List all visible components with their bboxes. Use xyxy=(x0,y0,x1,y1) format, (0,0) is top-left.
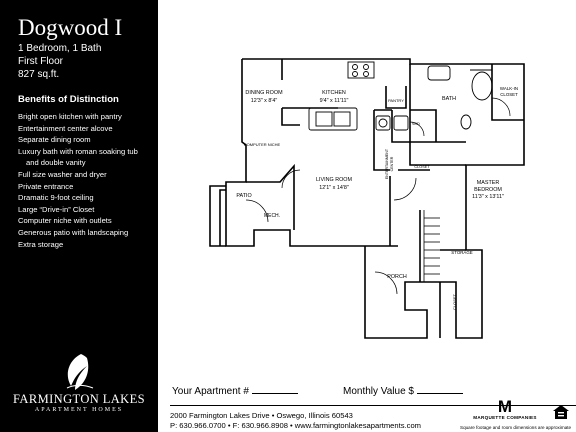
room-living-label: LIVING ROOM xyxy=(316,177,352,183)
room-closet-2-label: CLOSET xyxy=(452,293,457,310)
plan-title: Dogwood I xyxy=(18,15,123,40)
room-closet-label: CLOSET xyxy=(414,165,430,169)
room-walkin-label-2: CLOSET xyxy=(500,92,518,97)
benefit-item: Private entrance xyxy=(18,181,74,191)
equal-housing-icon xyxy=(553,405,569,419)
room-master-label-2: BEDROOM xyxy=(474,187,502,193)
room-living-size: 12'1" x 14'8" xyxy=(319,185,349,191)
floor-text: First Floor xyxy=(18,56,63,67)
fixtures xyxy=(308,61,493,131)
benefit-item: Extra storage xyxy=(18,239,64,249)
monthly-value-field: Monthly Value $ xyxy=(343,386,463,397)
stairs xyxy=(423,210,440,282)
monthly-value-label: Monthly Value $ xyxy=(343,386,414,397)
room-master-size: 11'3" x 13'11" xyxy=(472,194,504,200)
room-storage-label: STORAGE xyxy=(451,250,472,255)
room-kitchen-label: KITCHEN xyxy=(322,90,346,96)
room-bath-label: BATH xyxy=(442,96,456,102)
room-mech-label: MECH. xyxy=(264,213,280,219)
floor-plan: DINING ROOM 12'3" x 8'4" KITCHEN 9'4" x … xyxy=(209,58,525,339)
benefit-item: Generous patio with landscaping xyxy=(18,227,129,237)
benefit-item: Entertainment center alcove xyxy=(18,123,113,133)
room-pantry-label: PANTRY xyxy=(388,98,404,103)
benefit-item: Full size washer and dryer xyxy=(18,169,107,179)
floor-plan-walls xyxy=(209,58,525,339)
marquette-m-icon: M xyxy=(497,397,513,416)
bed-bath-text: 1 Bedroom, 1 Bath xyxy=(18,43,102,54)
apartment-number-field: Your Apartment # xyxy=(172,386,298,397)
doors xyxy=(245,97,511,295)
room-entertainment-label: ENTERTAINMENT xyxy=(385,148,389,179)
benefit-item: Dramatic 9-foot ceiling xyxy=(18,193,94,203)
room-walkin-label: WALK-IN xyxy=(500,86,518,91)
room-master-label: MASTER xyxy=(477,180,500,186)
room-patio-label: PATIO xyxy=(236,193,251,199)
apartment-number-blank xyxy=(251,393,298,394)
brand-name: FARMINGTON LAKES xyxy=(13,392,145,406)
benefit-item: and double vanity xyxy=(26,158,86,168)
sidebar-panel: Dogwood I 1 Bedroom, 1 Bath First Floor … xyxy=(0,0,158,432)
benefits-list: Bright open kitchen with pantry Entertai… xyxy=(18,111,138,250)
benefit-item: Bright open kitchen with pantry xyxy=(18,112,122,121)
benefit-item: Large “Drive-in” Closet xyxy=(18,204,95,214)
room-dining-size: 12'3" x 8'4" xyxy=(251,98,278,104)
apartment-number-label: Your Apartment # xyxy=(172,386,249,397)
disclaimer-text: Square footage and room dimensions are a… xyxy=(460,425,572,430)
marquette-logo: M MARQUETTE COMPANIES xyxy=(462,397,548,420)
room-entertainment-label-2: CENTER xyxy=(390,156,394,171)
benefit-item: Luxury bath with roman soaking tub xyxy=(18,146,138,156)
room-kitchen-size: 9'4" x 11'11" xyxy=(320,98,349,104)
footer-divider xyxy=(170,405,576,406)
leaf-logo-icon xyxy=(66,354,94,390)
address-text: 2000 Farmington Lakes Drive • Oswego, Il… xyxy=(170,411,353,420)
room-wd-label: W/D xyxy=(412,121,420,126)
brand-tagline: APARTMENT HOMES xyxy=(34,407,124,413)
monthly-value-blank xyxy=(416,393,463,394)
benefits-heading: Benefits of Distinction xyxy=(18,94,119,105)
room-porch-label: PORCH xyxy=(387,274,407,280)
marquette-name: MARQUETTE COMPANIES xyxy=(473,415,537,420)
benefit-item: Separate dining room xyxy=(18,135,91,145)
benefit-item: Computer niche with outlets xyxy=(18,216,112,226)
contact-text: P: 630.966.0700 • F: 630.966.8908 • www.… xyxy=(170,421,421,430)
room-dining-label: DINING ROOM xyxy=(245,90,283,96)
area-text: 827 sq.ft. xyxy=(18,69,60,80)
room-computer-niche-label: COMPUTER NICHE xyxy=(244,142,281,147)
